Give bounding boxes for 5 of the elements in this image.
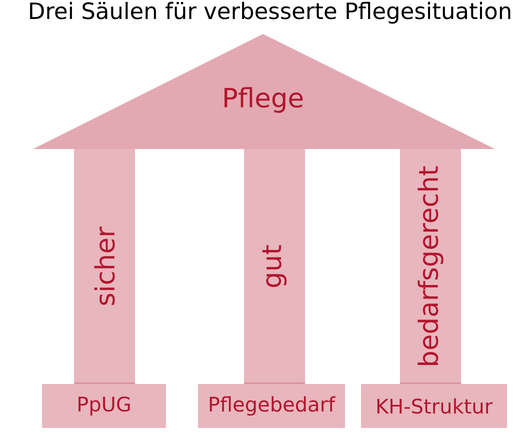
pillar-base: PpUG [42, 384, 166, 428]
pillar-base: Pflegebedarf [198, 384, 345, 428]
pillar-base: KH-Struktur [361, 384, 507, 428]
title: Drei Säulen für verbesserte Pflegesituation [30, 2, 510, 24]
roof-triangle: Pflege [33, 34, 495, 149]
